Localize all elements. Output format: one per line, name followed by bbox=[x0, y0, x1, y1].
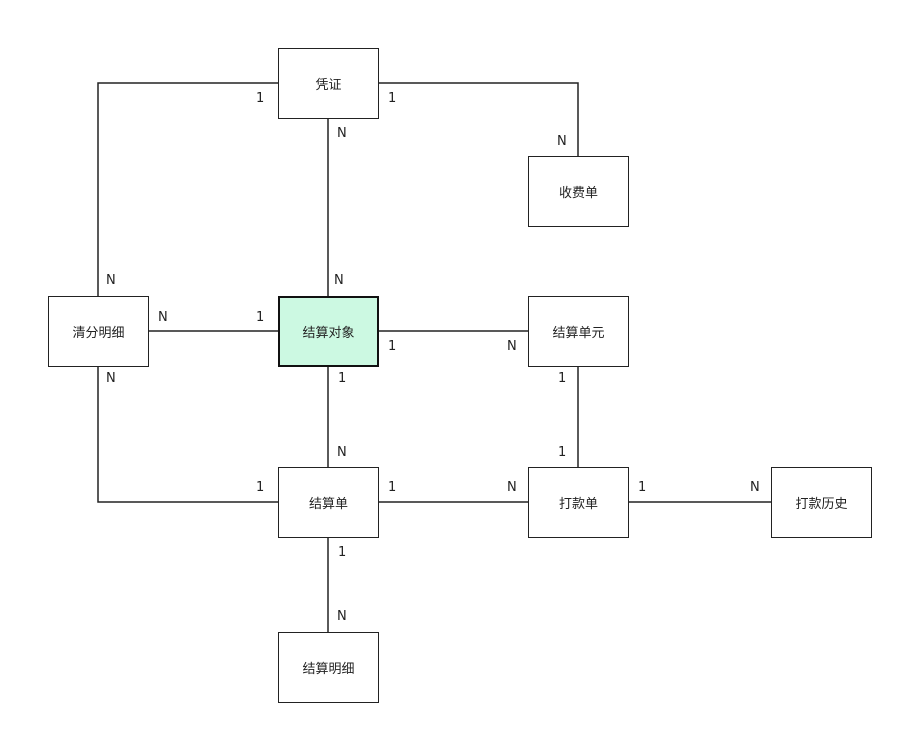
cardinality-label: 1 bbox=[256, 480, 265, 495]
entity-label: 清分明细 bbox=[72, 326, 125, 341]
entity-settle-bill[interactable]: 结算单 bbox=[278, 467, 379, 538]
cardinality-label: N bbox=[337, 609, 347, 624]
cardinality-label: 1 bbox=[338, 371, 347, 386]
cardinality-label: 1 bbox=[338, 545, 347, 560]
entity-label: 结算对象 bbox=[302, 326, 355, 341]
cardinality-label: 1 bbox=[388, 339, 397, 354]
cardinality-label: 1 bbox=[558, 371, 567, 386]
entity-label: 凭证 bbox=[315, 78, 342, 93]
cardinality-label: 1 bbox=[256, 310, 265, 325]
cardinality-label: N bbox=[557, 134, 567, 149]
cardinality-label: N bbox=[158, 310, 168, 325]
entity-label: 结算单元 bbox=[552, 326, 605, 341]
cardinality-label: N bbox=[507, 339, 517, 354]
cardinality-label: N bbox=[507, 480, 517, 495]
cardinality-label: 1 bbox=[638, 480, 647, 495]
cardinality-label: N bbox=[750, 480, 760, 495]
entity-settle-detail[interactable]: 结算明细 bbox=[278, 632, 379, 703]
entity-settle-object[interactable]: 结算对象 bbox=[278, 296, 379, 367]
entity-clearing-detail[interactable]: 清分明细 bbox=[48, 296, 149, 367]
cardinality-label: 1 bbox=[256, 91, 265, 106]
edge-voucher-fee-bill bbox=[378, 82, 579, 156]
edge-clearing-detail-settle-bill bbox=[97, 366, 278, 503]
entity-label: 收费单 bbox=[558, 186, 598, 201]
entity-label: 结算明细 bbox=[302, 662, 355, 677]
cardinality-label: 1 bbox=[388, 91, 397, 106]
cardinality-label: N bbox=[334, 273, 344, 288]
edge-voucher-clearing-detail bbox=[97, 82, 278, 296]
entity-label: 结算单 bbox=[308, 497, 348, 512]
entity-payment-history[interactable]: 打款历史 bbox=[771, 467, 872, 538]
cardinality-label: N bbox=[337, 445, 347, 460]
entity-settle-unit[interactable]: 结算单元 bbox=[528, 296, 629, 367]
cardinality-label: N bbox=[106, 371, 116, 386]
cardinality-label: N bbox=[106, 273, 116, 288]
entity-payment-bill[interactable]: 打款单 bbox=[528, 467, 629, 538]
cardinality-label: 1 bbox=[558, 445, 567, 460]
entity-label: 打款历史 bbox=[795, 497, 848, 512]
cardinality-label: N bbox=[337, 126, 347, 141]
entity-fee-bill[interactable]: 收费单 bbox=[528, 156, 629, 227]
entity-label: 打款单 bbox=[558, 497, 598, 512]
cardinality-label: 1 bbox=[388, 480, 397, 495]
entity-voucher[interactable]: 凭证 bbox=[278, 48, 379, 119]
